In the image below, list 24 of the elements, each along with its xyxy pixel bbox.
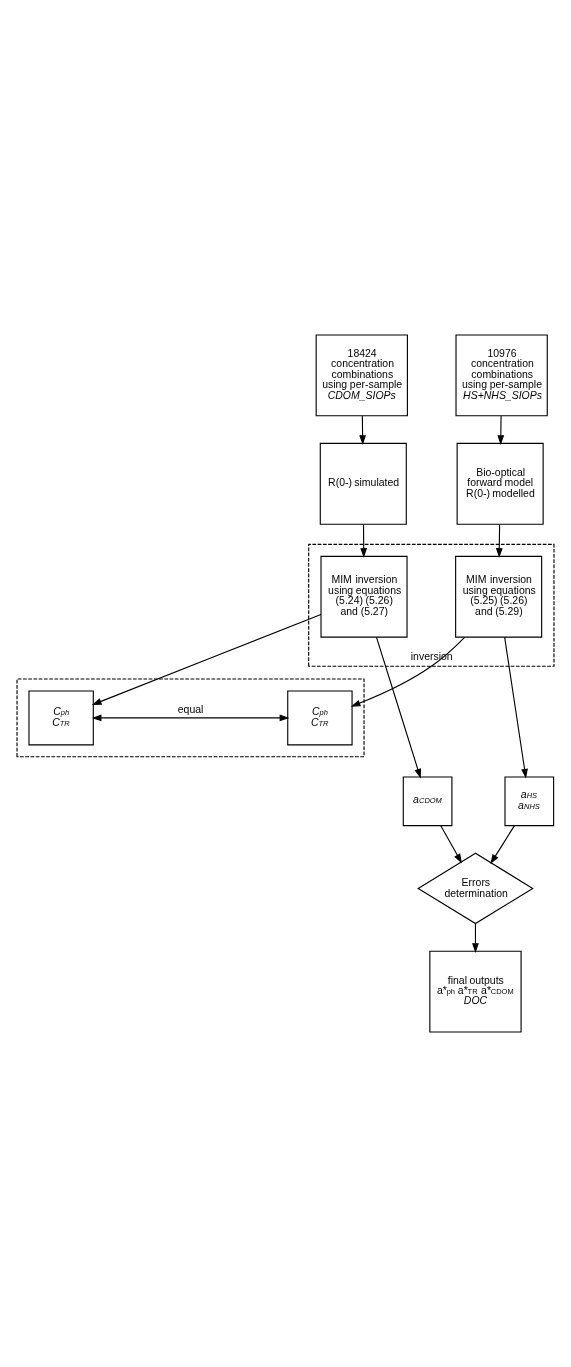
arrow [440, 825, 462, 864]
node-box: 18424 concentration combinations using per-sample CDOM_SIOPs [315, 334, 408, 417]
node-box: Cph CTR [28, 690, 94, 746]
arrow [504, 636, 528, 779]
arrow [359, 415, 366, 445]
arrow [350, 636, 466, 707]
node-box: MIM inversion using equations (5.24) (5.26) and (5.27) [320, 555, 408, 638]
node-box: aCDOM [402, 776, 453, 827]
node-box: Bio-optical forward model R(0-) modelled [456, 442, 544, 525]
node-box: R(0-) simulated [319, 442, 407, 525]
node-box: 10976 concentration combinations using per-sample HS+NHS_SIOPs [455, 334, 548, 417]
arrow [490, 825, 515, 865]
edge-label: equal [177, 703, 204, 715]
arrow [497, 415, 505, 445]
node-box: Cph CTR [287, 690, 353, 746]
arrow [472, 923, 479, 953]
arrow [91, 714, 290, 722]
node-box: final outputs a*ph a*TR a*CDOM DOC [429, 950, 522, 1033]
arrow [495, 523, 503, 558]
arrow [360, 523, 368, 558]
arrow [375, 636, 422, 779]
node-box: aHS aNHS [504, 776, 555, 827]
node-box: MIM inversion using equations (5.25) (5.26) and (5.29) [455, 555, 543, 638]
arrow [91, 613, 322, 706]
